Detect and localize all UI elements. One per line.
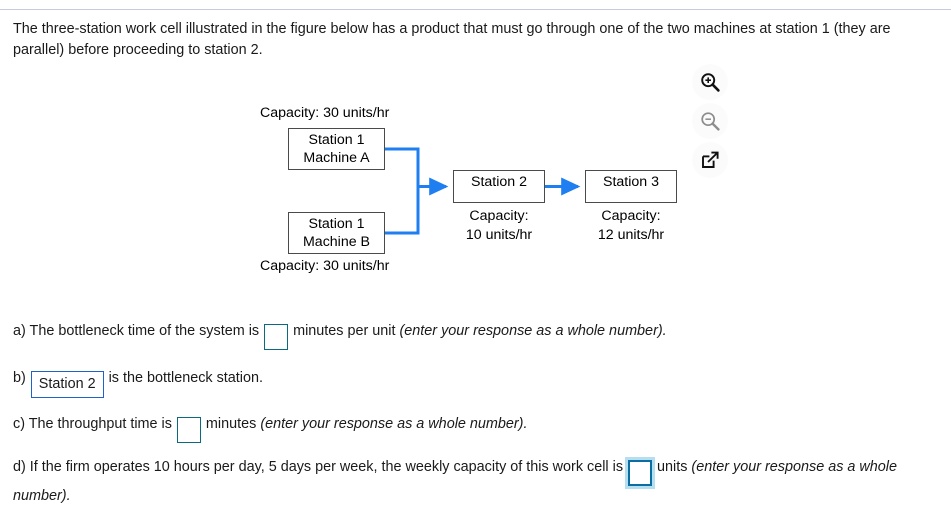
node-line-1: Station 1 [308, 216, 365, 232]
answer-c-hint: (enter your response as a whole number). [260, 416, 528, 432]
station2-capacity-label: Capacity: 10 units/hr [453, 207, 545, 245]
node-station1-machine-b: Station 1 Machine B [288, 212, 385, 254]
answer-line-c: c) The throughput time is minutes (enter … [13, 414, 527, 443]
answer-d-suffix: units [657, 459, 688, 475]
machine-b-capacity-label: Capacity: 30 units/hr [260, 258, 390, 274]
answer-b-prefix: b) [13, 370, 26, 386]
answer-line-a: a) The bottleneck time of the system is m… [13, 321, 667, 350]
answer-line-d: d) If the firm operates 10 hours per day… [13, 457, 943, 507]
node-line-2: Machine A [303, 150, 370, 166]
top-divider [0, 9, 951, 10]
capacity-line-2: 12 units/hr [597, 227, 665, 243]
answer-c-prefix: c) The throughput time is [13, 416, 172, 432]
machine-a-capacity-label: Capacity: 30 units/hr [260, 105, 390, 121]
station3-capacity-label: Capacity: 12 units/hr [585, 207, 677, 245]
figure-toolbar [692, 64, 730, 181]
diagram-connectors [385, 147, 581, 235]
capacity-line-1: Capacity: [469, 208, 529, 224]
answer-c-input[interactable] [176, 417, 201, 443]
node-line-1: Station 3 [602, 174, 659, 190]
zoom-in-button[interactable] [692, 64, 728, 100]
answer-d-prefix: d) If the firm operates 10 hours per day… [13, 459, 624, 475]
node-line-2: Machine B [302, 234, 371, 250]
answer-d-input[interactable] [628, 460, 653, 486]
zoom-out-button[interactable] [692, 103, 728, 139]
open-in-new-window-icon [699, 149, 721, 171]
node-station3: Station 3 [585, 170, 677, 203]
answer-a-hint: (enter your response as a whole number). [399, 323, 667, 339]
open-in-new-window-button[interactable] [692, 142, 728, 178]
bottleneck-station-select[interactable]: Station 2 [30, 371, 104, 398]
answer-a-input[interactable] [264, 324, 289, 350]
capacity-line-2: 10 units/hr [465, 227, 533, 243]
node-line-1: Station 2 [470, 174, 527, 190]
capacity-line-1: Capacity: [601, 208, 661, 224]
answer-d-hint: (enter your response as a whole number). [13, 459, 898, 504]
node-line-1: Station 1 [308, 132, 365, 148]
node-station1-machine-a: Station 1 Machine A [288, 128, 385, 170]
zoom-in-icon [699, 71, 721, 93]
zoom-out-icon [699, 110, 721, 132]
question-prompt: The three-station work cell illustrated … [13, 21, 891, 58]
node-station2: Station 2 [453, 170, 545, 203]
answer-a-prefix: a) The bottleneck time of the system is [13, 323, 260, 339]
answer-c-suffix: minutes [205, 416, 257, 432]
answer-b-suffix: is the bottleneck station. [108, 370, 263, 386]
answer-a-suffix: minutes per unit [293, 323, 396, 339]
work-cell-diagram: Capacity: 30 units/hr Station 1 Machine … [255, 100, 685, 285]
